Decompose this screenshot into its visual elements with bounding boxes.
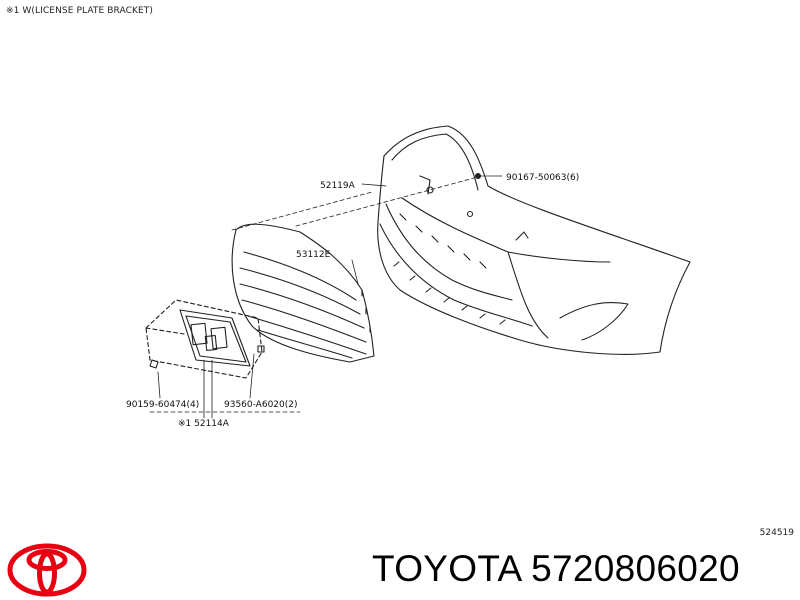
- license-plate-bracket-drawing: [145, 299, 265, 379]
- part-label-52119A: 52119A: [320, 181, 356, 191]
- part-number: 5720806020: [531, 548, 740, 589]
- grille-drawing: [231, 223, 375, 363]
- toyota-logo-icon: [7, 543, 87, 597]
- part-label-90159: 90159-60474(4): [126, 400, 199, 410]
- part-label-52114A: ※1 52114A: [178, 419, 230, 429]
- diagram-note: ※1 W(LICENSE PLATE BRACKET): [6, 6, 153, 16]
- bumper-cover-drawing: [377, 125, 691, 355]
- part-label-93560: 93560-A6020(2): [224, 400, 298, 410]
- screw-mark: [475, 173, 481, 179]
- brand-name: TOYOTA: [372, 548, 521, 589]
- diagram-id: 524519: [759, 528, 794, 538]
- part-label-90167: 90167-50063(6): [506, 173, 579, 183]
- brand-part-number: TOYOTA 5720806020: [372, 548, 740, 590]
- part-label-53112E: 53112E: [296, 250, 331, 260]
